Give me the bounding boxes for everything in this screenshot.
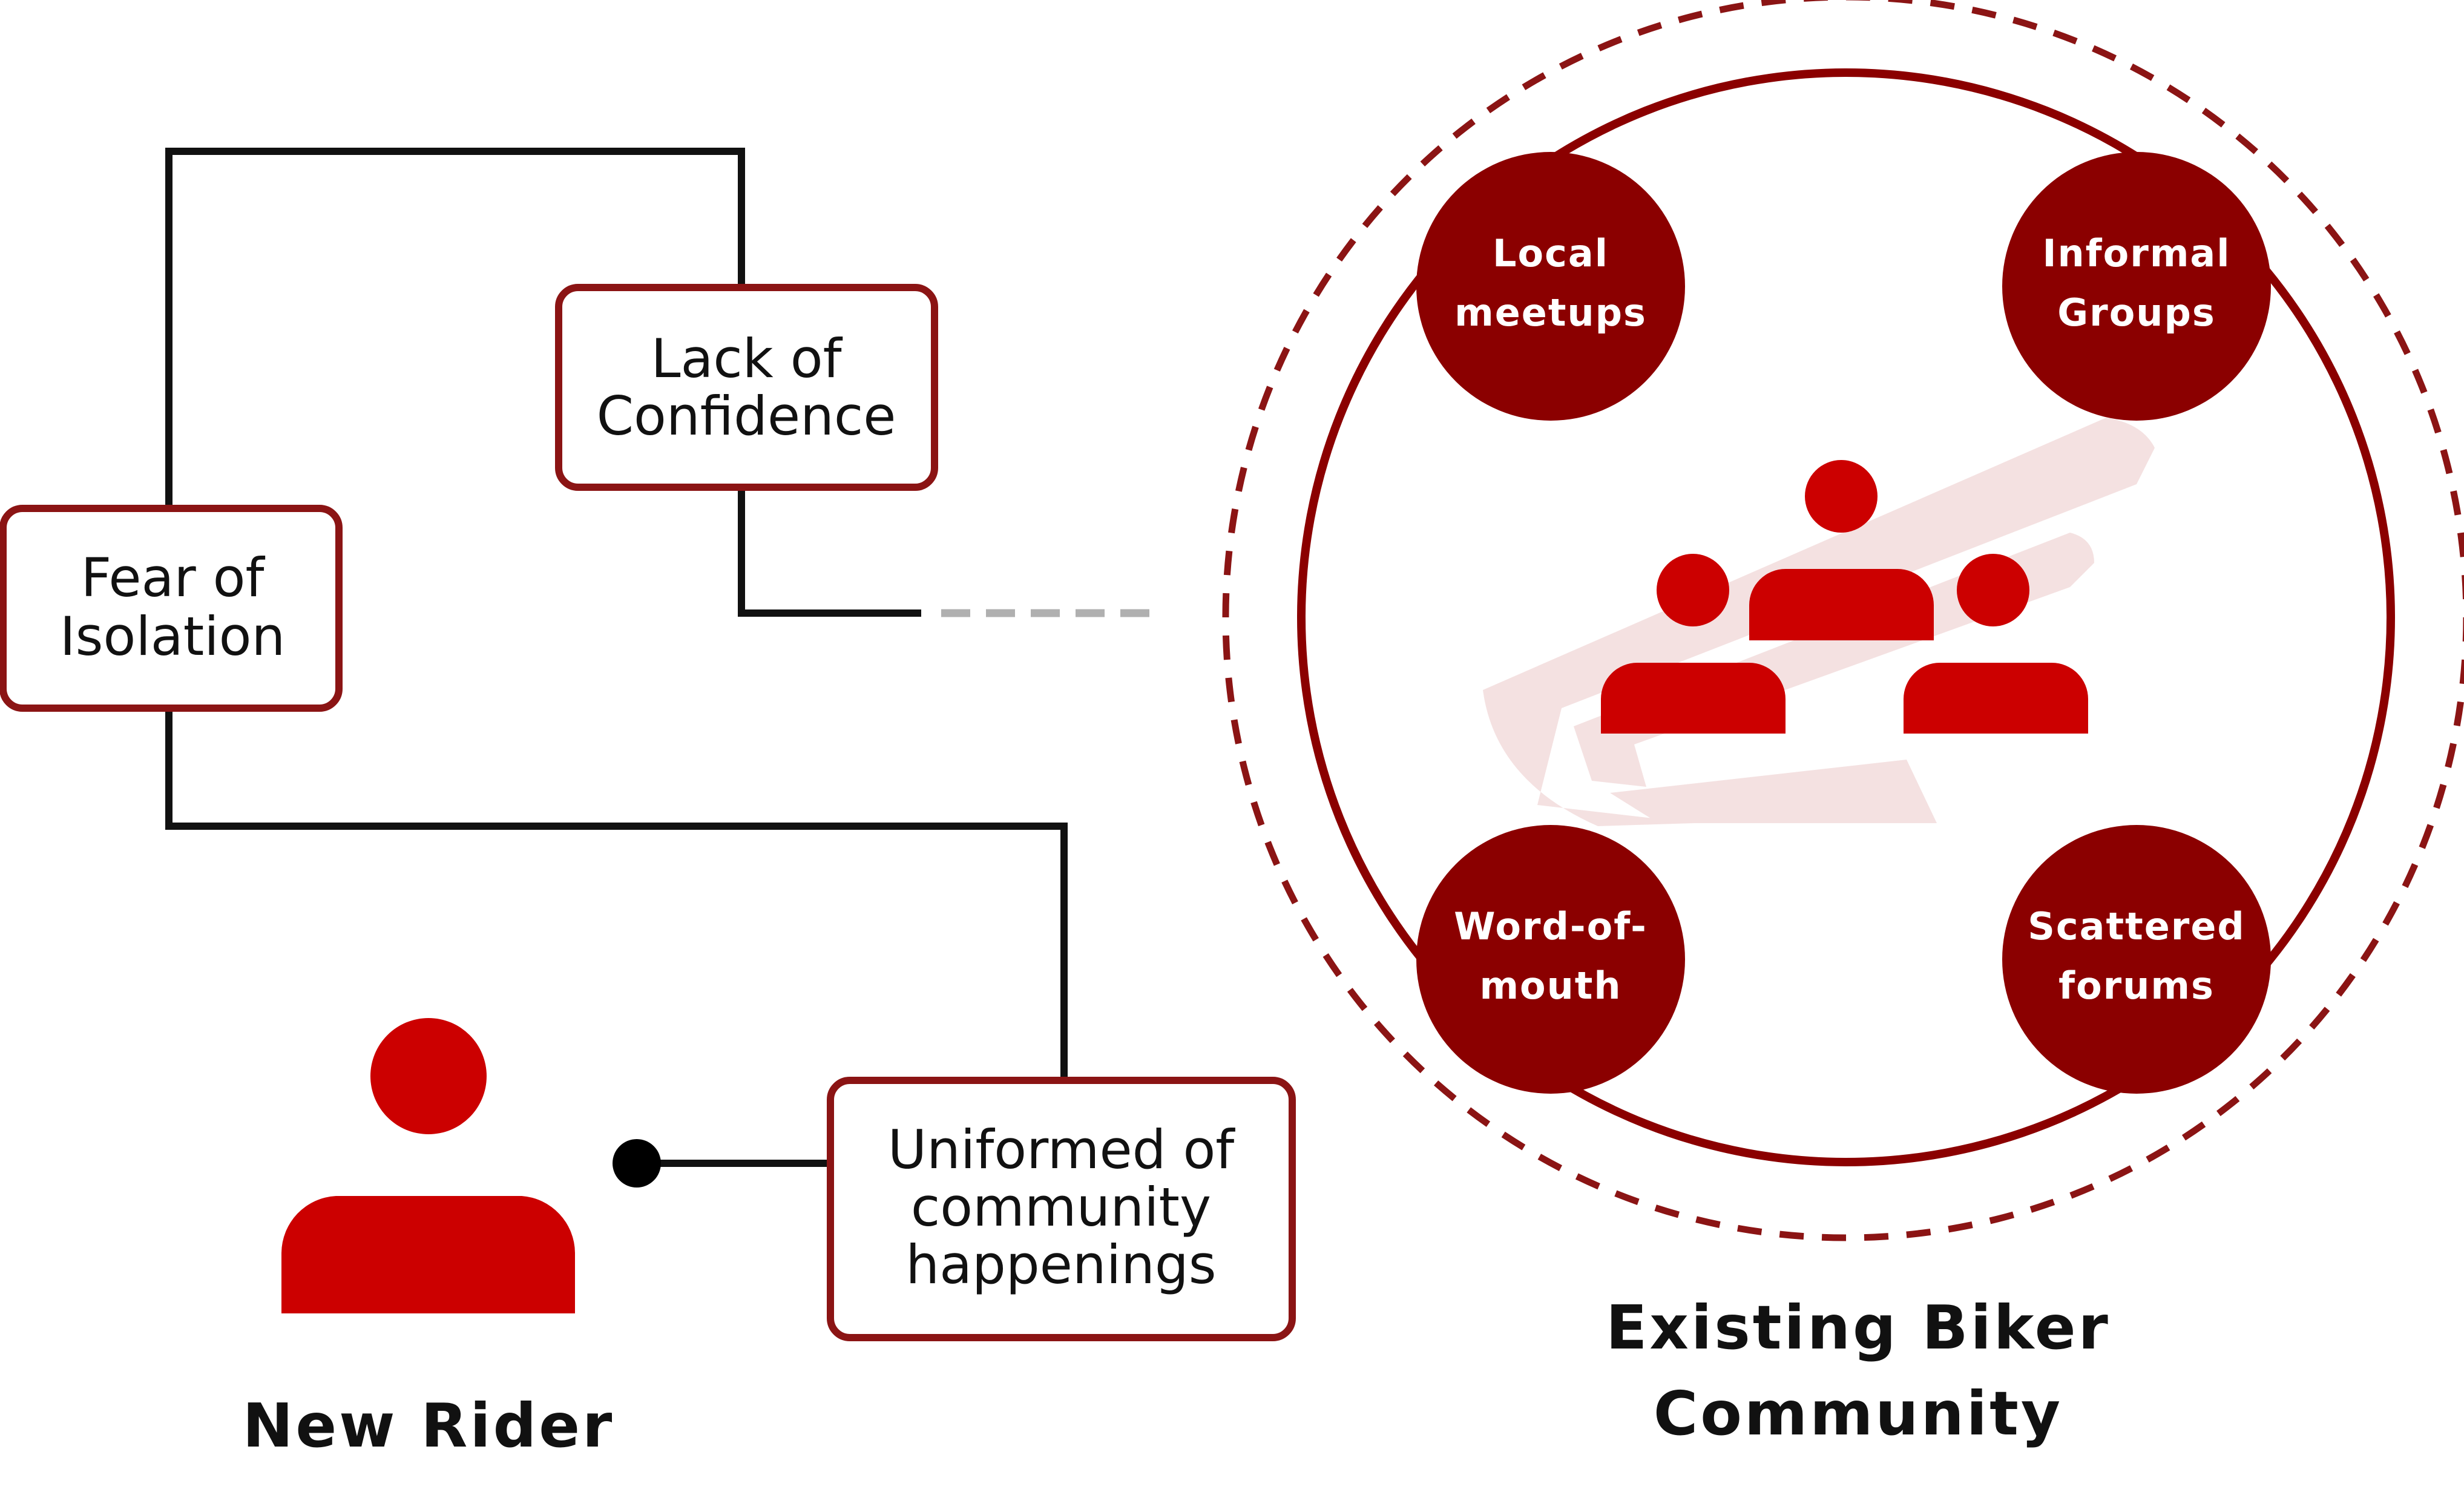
fear-of-isolation-box: Fear of Isolation: [0, 505, 343, 712]
confidence-to-gap-line: [738, 484, 921, 617]
community-label-line: Existing Biker: [1606, 1292, 2111, 1363]
node-text-line: forums: [2058, 964, 2215, 1008]
box-text-line: Uniformed of: [888, 1119, 1236, 1181]
box-text-line: Fear of: [81, 547, 266, 609]
connector-endpoint-dot: [613, 1139, 661, 1188]
node-informal-groups: Informal Groups: [2002, 152, 2271, 421]
lack-of-confidence-box: Lack of Confidence: [555, 284, 938, 491]
node-text-line: Scattered: [2028, 904, 2246, 948]
box-text-line: happenings: [905, 1234, 1216, 1296]
node-text-line: mouth: [1479, 964, 1621, 1008]
node-word-of-mouth: Word-of- mouth: [1416, 825, 1685, 1094]
node-text-line: Groups: [2057, 291, 2215, 335]
connector-lines: [165, 148, 1068, 1167]
node-scattered-forums: Scattered forums: [2002, 825, 2271, 1094]
box-text-line: Lack of: [651, 327, 843, 390]
box-text-line: Confidence: [597, 385, 896, 447]
uninformed-box: Uniformed of community happenings: [827, 1077, 1296, 1341]
node-text-line: meetups: [1454, 291, 1647, 335]
loop-connector: [165, 148, 745, 511]
person-icon: [281, 1018, 575, 1313]
group-icon: [1601, 460, 2088, 734]
community-label-line: Community: [1654, 1378, 2063, 1449]
isolation-to-uninformed-line: [165, 705, 1068, 1080]
node-text-line: Word-of-: [1454, 904, 1648, 948]
node-text-line: Informal: [2042, 231, 2230, 275]
community-inner-ring: [1297, 68, 2395, 1166]
box-text-line: Isolation: [60, 605, 286, 668]
new-rider-label: New Rider: [243, 1390, 615, 1461]
node-text-line: Local: [1493, 231, 1609, 275]
box-text-line: community: [911, 1176, 1211, 1238]
node-local-meetups: Local meetups: [1416, 152, 1685, 421]
